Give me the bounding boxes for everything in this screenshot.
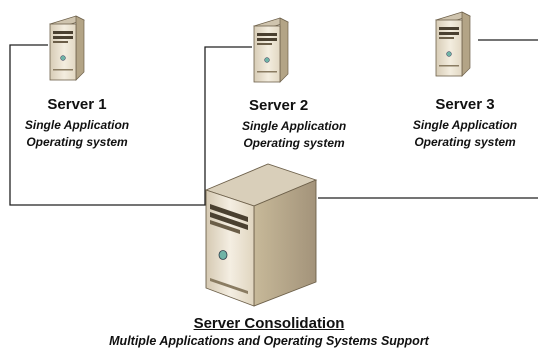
consolidation-label: Server Consolidation Multiple Applicatio… — [0, 315, 538, 348]
connector-server-2 — [204, 46, 252, 205]
server-2-line1: Single Application — [242, 119, 347, 133]
consolidation-server-icon — [204, 163, 318, 307]
server-3-line1: Single Application — [412, 118, 518, 132]
server-1-line2: Operating system — [26, 135, 128, 149]
server-1-title: Server 1 — [47, 96, 107, 113]
consolidation-subtitle: Multiple Applications and Operating Syst… — [109, 334, 429, 348]
server-3-line2: Operating system — [414, 135, 516, 149]
server-3-icon — [435, 11, 471, 77]
connector-server-1 — [9, 44, 208, 206]
server-2-label: Server 2 Single Application Operating sy… — [226, 97, 346, 152]
server-2-icon — [253, 17, 289, 83]
consolidation-title: Server Consolidation — [193, 315, 345, 332]
server-1-line1: Single Application — [24, 118, 130, 132]
server-2-line2: Operating system — [243, 136, 345, 150]
server-1-label: Server 1 Single Application Operating sy… — [17, 96, 137, 151]
server-2-title: Server 2 — [249, 97, 309, 114]
server-3-title: Server 3 — [435, 96, 495, 113]
server-3-label: Server 3 Single Application Operating sy… — [405, 96, 525, 151]
server-1-icon — [49, 15, 85, 81]
